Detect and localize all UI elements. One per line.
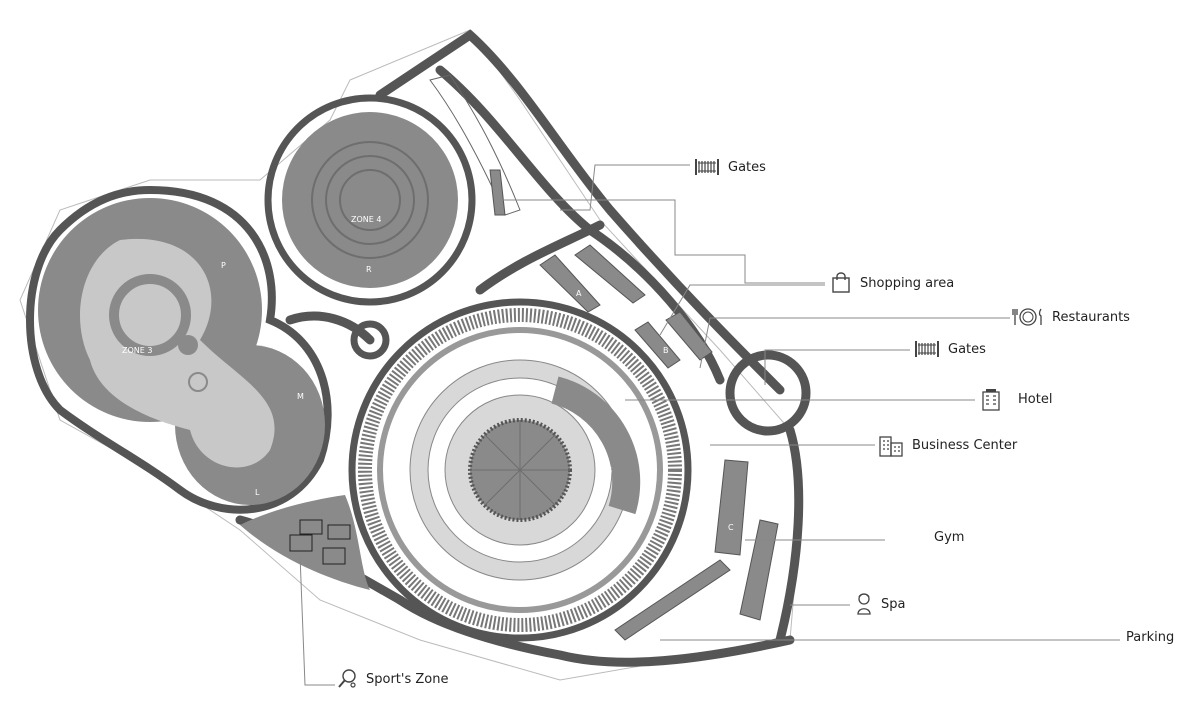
zone-a-label: A [576, 289, 582, 298]
legend-gates-right[interactable]: Gates [914, 339, 986, 359]
legend-business[interactable]: Business Center [878, 433, 1017, 457]
zone-p-label: P [221, 261, 226, 270]
central-complex [348, 298, 692, 642]
legend-hotel[interactable]: Hotel [980, 387, 1052, 411]
spa-person-icon [857, 593, 871, 615]
zone-b-label: B [663, 346, 669, 355]
gates-right-label: Gates [948, 341, 986, 357]
legend-spa[interactable]: Spa [855, 592, 905, 616]
zone-l-label: L [255, 488, 260, 497]
legend-gates-top[interactable]: Gates [694, 157, 766, 177]
zone4-label: ZONE 4 [351, 215, 381, 224]
legend-parking[interactable]: Parking [1126, 630, 1174, 645]
gates-top-label: Gates [728, 159, 766, 175]
gate-icon [695, 159, 719, 175]
zone-c-label: C [728, 523, 734, 532]
parking-strip [614, 559, 731, 641]
zone-partial-label: ZON [676, 365, 694, 374]
spa-label: Spa [881, 596, 906, 612]
site-boundary [19, 29, 801, 681]
legend-sports[interactable]: Sport's Zone [336, 668, 448, 690]
roundabout-right [725, 350, 811, 436]
restaurants-label: Restaurants [1052, 309, 1130, 325]
legend-shopping[interactable]: Shopping area [830, 272, 954, 294]
tennis-racket-icon [338, 669, 356, 688]
sports-zone-area [240, 495, 370, 590]
leader-lines [299, 164, 1120, 686]
gym-label: Gym [934, 530, 965, 545]
zone4-area [264, 94, 476, 306]
shopping-label: Shopping area [860, 275, 955, 291]
zone3-area [26, 185, 332, 514]
zone-g-label: G [606, 466, 612, 475]
zone-m-label: M [297, 392, 304, 401]
legend-gym[interactable]: Gym [934, 530, 964, 545]
roundabout-left [350, 320, 390, 360]
building-strips [429, 74, 779, 621]
sports-label: Sport's Zone [366, 671, 449, 687]
legend-restaurants[interactable]: Restaurants [1012, 306, 1130, 328]
zone3-label: ZONE 3 [122, 346, 152, 355]
hotel-label: Hotel [1018, 391, 1053, 407]
plate-cutlery-icon [1012, 308, 1042, 326]
zone-r-label: R [366, 265, 372, 274]
business-label: Business Center [912, 437, 1018, 453]
business-building-icon [879, 436, 903, 457]
gate-icon [915, 341, 939, 357]
shopping-bag-icon [832, 272, 850, 293]
hotel-building-icon [982, 389, 1000, 411]
parking-label: Parking [1126, 630, 1175, 645]
